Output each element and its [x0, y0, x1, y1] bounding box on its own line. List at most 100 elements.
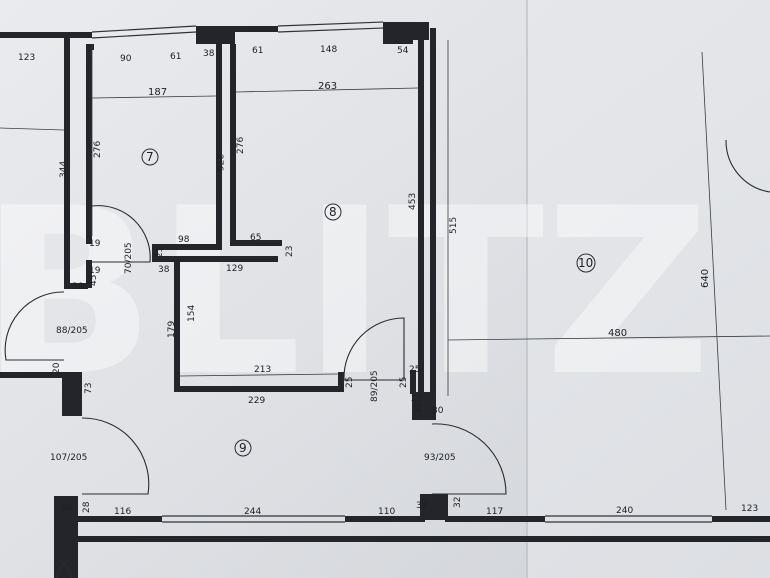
- dim-213: 213: [254, 365, 271, 375]
- room-number-8: 8: [329, 205, 337, 219]
- dim-276c: 276: [236, 137, 246, 154]
- door-swing-hall: [81, 417, 150, 495]
- dim-20: 20: [52, 362, 62, 374]
- room-marker-10: [576, 253, 596, 273]
- wall-bath-inner-left: [174, 256, 180, 392]
- wall-bath-bottom: [174, 386, 344, 392]
- dim-19a: 19: [89, 239, 101, 249]
- wall-r8-right-top: [411, 28, 429, 40]
- door-swing-entry: [431, 423, 507, 495]
- dim-25a: 25: [345, 377, 355, 388]
- door-swing-r10: [725, 139, 770, 193]
- wall-hall-right-vert: [430, 28, 436, 420]
- dim-515: 515: [449, 217, 459, 234]
- dim-110: 110: [378, 507, 395, 517]
- doors: [4, 139, 770, 578]
- dim-28: 28: [82, 501, 92, 513]
- dim-187: 187: [148, 87, 167, 98]
- dim-344: 344: [59, 161, 69, 178]
- window-bottom-hall: [162, 515, 345, 523]
- dim-61b: 61: [252, 46, 263, 56]
- dim-453: 453: [408, 193, 418, 210]
- dim-640: 640: [700, 269, 711, 288]
- dim-38b: 38: [158, 265, 170, 275]
- dim-65: 65: [250, 233, 261, 243]
- dim-263: 263: [318, 81, 337, 92]
- dim-244: 244: [244, 507, 261, 517]
- windows: [91, 21, 712, 523]
- dim-88-205: 88/205: [56, 326, 88, 336]
- dim-30b: 30: [432, 406, 444, 416]
- dimline-263: [235, 87, 419, 93]
- wall-r7-r8-top: [86, 44, 94, 50]
- dim-107-205: 107/205: [50, 453, 87, 463]
- dim-116: 116: [114, 507, 131, 517]
- wall-bath-bottom-jamb: [338, 372, 344, 392]
- dim-61a: 61: [170, 52, 181, 62]
- dim-30c: 30: [60, 503, 72, 513]
- dim-25d: 25: [411, 394, 422, 404]
- dim-93-205: 93/205: [424, 453, 456, 463]
- walls: [0, 22, 770, 578]
- dimline-480: [447, 335, 770, 341]
- wall-top-pier1: [196, 26, 235, 44]
- dim-30a: 30: [72, 282, 84, 292]
- wall-top-left: [0, 32, 92, 38]
- wall-r8-right-jamb: [410, 370, 416, 394]
- room-number-7: 7: [146, 150, 154, 164]
- room-marker-9: [234, 439, 252, 457]
- dimension-labels: 123 90 61 38 61 148 54 187 263 276 276 2…: [18, 45, 758, 517]
- wall-r8-left: [230, 44, 236, 244]
- dim-89-205: 89/205: [370, 370, 380, 402]
- wall-r7-left-low: [86, 260, 92, 288]
- door-swing-r8: [343, 317, 405, 381]
- wall-left-low-b: [62, 372, 82, 416]
- watermark: BLITZ: [0, 160, 711, 427]
- wall-left-stub: [64, 283, 88, 289]
- dimension-lines: [0, 40, 770, 511]
- room-marker-7: [141, 148, 159, 166]
- dim-70-205: 70/205: [124, 242, 134, 274]
- dim-45: 45: [89, 275, 99, 286]
- wall-r8-bottom-stub: [230, 240, 282, 246]
- dim-123-top: 123: [18, 53, 35, 63]
- dim-23b: 23: [285, 246, 295, 257]
- wall-hall-column: [412, 392, 432, 420]
- wall-bath-top-a: [152, 244, 222, 250]
- wall-top-pier2: [383, 22, 413, 44]
- dim-129: 129: [226, 264, 243, 274]
- dim-19b: 19: [89, 266, 101, 276]
- paper-right-sheet: [527, 0, 770, 578]
- dim-25c: 25: [399, 377, 409, 388]
- dimline-640: [701, 51, 727, 511]
- dim-98: 98: [178, 235, 190, 245]
- dimline-left-room: [0, 127, 65, 131]
- dim-276a: 276: [93, 141, 103, 158]
- wall-r7-right: [216, 44, 222, 247]
- wall-bottom-far-right: [712, 516, 770, 522]
- door-swing-left: [4, 291, 65, 361]
- wall-r7-left: [86, 44, 92, 244]
- dim-179: 179: [167, 321, 177, 338]
- window-top-r8: [277, 21, 384, 33]
- window-bottom-r10: [545, 515, 712, 523]
- dim-123-bottom: 123: [741, 504, 758, 514]
- dim-73: 73: [84, 383, 94, 394]
- wall-bath-left: [152, 244, 158, 262]
- dimline-187: [91, 95, 217, 99]
- dim-148: 148: [320, 45, 337, 55]
- dim-32a: 32: [416, 501, 427, 511]
- wall-bath-top-b: [152, 256, 278, 262]
- dim-240: 240: [616, 506, 633, 516]
- wall-r8-right: [418, 40, 424, 395]
- door-swing-r7: [91, 205, 151, 263]
- room-number-9: 9: [239, 441, 247, 455]
- wall-bottom-pier2: [420, 494, 448, 520]
- dim-276b: 276: [214, 154, 224, 171]
- window-top-r7: [91, 25, 197, 39]
- room-markers: [141, 148, 596, 457]
- stair-arrow: [55, 560, 73, 578]
- wall-bottom-mid: [345, 516, 425, 522]
- wall-bottom-left: [54, 516, 162, 522]
